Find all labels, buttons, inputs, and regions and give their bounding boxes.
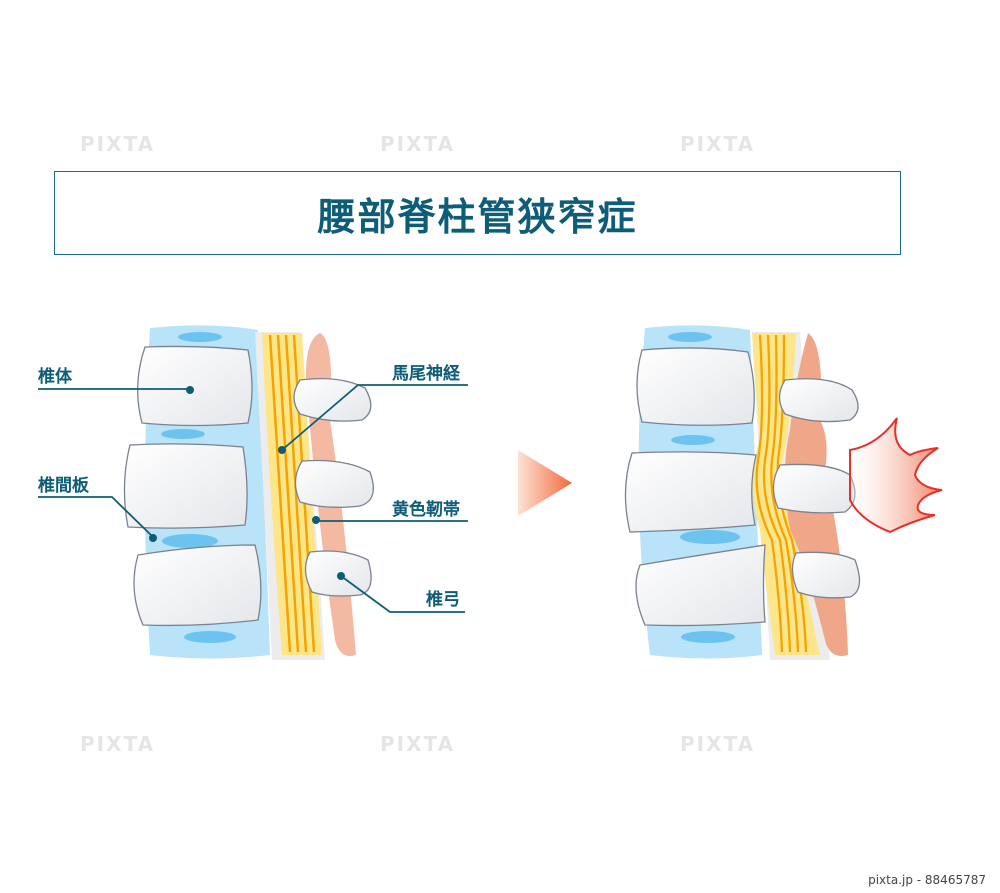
arrow-right-icon (518, 450, 572, 516)
pain-burst-icon (849, 417, 943, 534)
vertebral-arch (293, 378, 374, 597)
disc (161, 332, 236, 643)
watermark: PIXTA (680, 732, 756, 756)
label-ligamentum-flavum: 黄色靭帯 (392, 500, 460, 520)
watermark: PIXTA (80, 132, 156, 156)
vertebral-body (123, 345, 262, 627)
leader-lines (38, 384, 468, 613)
title-box: 腰部脊柱管狭窄症 (54, 171, 901, 255)
footer-credit: pixta.jp - 88465787 (868, 873, 986, 887)
page-title: 腰部脊柱管狭窄症 (317, 194, 638, 239)
watermark: PIXTA (680, 132, 756, 156)
label-vertebral-body: 椎体 (38, 367, 72, 387)
leader-dots (149, 386, 345, 580)
label-vertebral-arch: 椎弓 (426, 590, 460, 610)
watermark: PIXTA (80, 732, 156, 756)
normal-spine (123, 325, 374, 660)
stenosis-spine (624, 325, 943, 660)
label-cauda-equina: 馬尾神経 (392, 364, 460, 384)
watermark: PIXTA (380, 732, 456, 756)
label-intervertebral-disc: 椎間板 (38, 476, 89, 496)
watermark: PIXTA (380, 132, 456, 156)
